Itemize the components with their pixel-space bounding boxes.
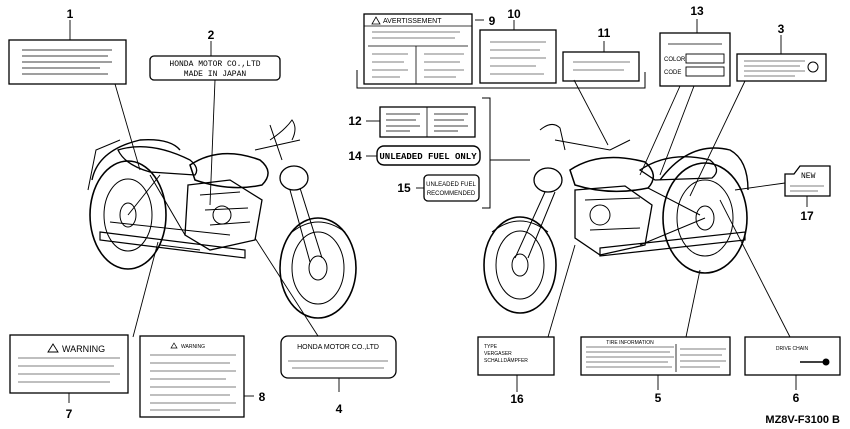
callout-14: 14: [348, 149, 362, 163]
callout-11: 11: [598, 26, 611, 40]
callout-1: 1: [67, 7, 74, 21]
label-4-shape: [280, 335, 397, 379]
honda-motor-text: HONDA MOTOR CO.,LTD: [297, 344, 379, 351]
label-5-shape: [580, 336, 731, 376]
callout-15: 15: [397, 181, 411, 195]
label-12-shape: [379, 106, 476, 138]
color-label: COLOR: [664, 57, 686, 63]
label-9-shape: [363, 13, 473, 85]
type-text: TYPE: [484, 344, 498, 350]
label-8-shape: [139, 335, 245, 418]
callout-13: 13: [690, 4, 704, 18]
diagram-code: MZ8V-F3100 B: [765, 414, 840, 426]
unleaded-fuel-line2: RECOMMENDED: [427, 191, 476, 197]
callout-12: 12: [348, 114, 362, 128]
drive-chain-text: DRIVE CHAIN: [776, 346, 809, 352]
callout-3: 3: [778, 22, 785, 36]
label-11-shape: [562, 51, 640, 82]
label-17-shape: [784, 165, 831, 197]
label-10-shape: [479, 29, 557, 84]
label-15-shape: [423, 174, 480, 202]
callout-5: 5: [655, 391, 662, 405]
code-label: CODE: [664, 70, 681, 76]
motorcycle-right-view: [483, 124, 749, 314]
avertissement-text: AVERTISSEMENT: [383, 18, 442, 25]
callout-2: 2: [208, 28, 215, 42]
callout-8: 8: [259, 390, 266, 404]
leader-lines: [68, 19, 808, 403]
label-1-shape: [8, 39, 127, 85]
honda-label-line2: MADE IN JAPAN: [184, 70, 247, 79]
label-6-shape: [744, 336, 841, 376]
warning-big-text: WARNING: [62, 344, 105, 354]
unleaded-fuel-only-text: UNLEADED FUEL ONLY: [379, 152, 477, 162]
vergaser-text: VERGASER: [484, 351, 512, 357]
label-14-shape: [376, 145, 481, 166]
callout-6: 6: [793, 391, 800, 405]
schalldampfer-text: SCHALLDÄMPFER: [484, 357, 528, 364]
warning-triangle-icon-large: [47, 343, 59, 353]
new-text: NEW: [801, 172, 816, 181]
unleaded-fuel-line1: UNLEADED FUEL: [426, 182, 476, 188]
callout-17: 17: [800, 209, 814, 223]
callout-10: 10: [507, 7, 521, 21]
tire-information-text: TIRE INFORMATION: [606, 340, 654, 346]
warning-triangle-icon: [371, 16, 381, 25]
label-16-shape: [477, 336, 555, 376]
warning-small-text: WARNING: [181, 344, 205, 350]
callout-9: 9: [489, 14, 496, 28]
callout-7: 7: [66, 407, 73, 421]
callout-4: 4: [336, 402, 343, 416]
callout-16: 16: [510, 392, 524, 406]
label-13-shape: [659, 32, 731, 87]
label-3-shape: [736, 53, 827, 82]
honda-label-line1: HONDA MOTOR CO.,LTD: [169, 60, 260, 69]
motorcycle-left-view: [87, 119, 357, 319]
warning-triangle-icon-small: [170, 342, 178, 349]
